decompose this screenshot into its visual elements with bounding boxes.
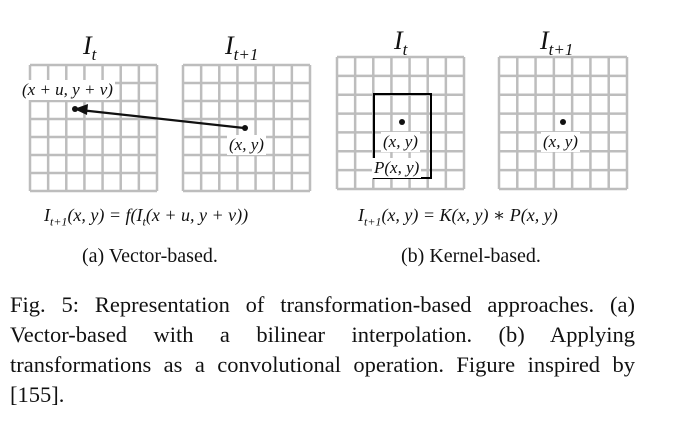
panel-a-frame-right-title: It+1 (225, 31, 259, 65)
motion-vector-arrowhead (74, 104, 88, 115)
panel-b-target-point-label: (x, y) (541, 132, 580, 152)
panel-b-frame-left-title: It (394, 26, 408, 60)
panel-b-kernel-point-label: (x, y) (381, 132, 420, 152)
panel-a-source-point (72, 106, 78, 112)
panel-a-target-point (242, 125, 248, 131)
panel-b-equation: It+1(x, y) = K(x, y) ∗ P(x, y) (358, 205, 558, 229)
figure-caption: Fig. 5: Representation of transformation… (10, 290, 635, 410)
figure: It It+1 (x + u, y + v) (x, y) It+1(x, y)… (20, 26, 629, 267)
panel-b-kernel-window (373, 93, 432, 179)
figure-caption-text: Fig. 5: Representation of transformation… (10, 292, 635, 407)
panel-a-subcaption: (a) Vector-based. (82, 245, 218, 267)
motion-vector-arrow (79, 108, 245, 130)
panel-a-target-point-label: (x, y) (227, 135, 266, 155)
panel-a-equation: It+1(x, y) = f(It(x + u, y + v)) (44, 205, 249, 229)
panel-b-subcaption: (b) Kernel-based. (401, 245, 541, 267)
panel-b-kernel-center-point (399, 119, 405, 125)
panel-b-frame-right-title: It+1 (540, 26, 574, 60)
panel-a-frame-left-title: It (83, 31, 97, 65)
panel-a-grid-frame-t1 (181, 63, 312, 193)
panel-b-target-point (560, 119, 566, 125)
panel-b-kernel-patch-label: P(x, y) (372, 158, 422, 178)
panel-a-grid-frame-t (28, 63, 159, 193)
panel-a-source-point-label: (x + u, y + v) (20, 80, 115, 100)
